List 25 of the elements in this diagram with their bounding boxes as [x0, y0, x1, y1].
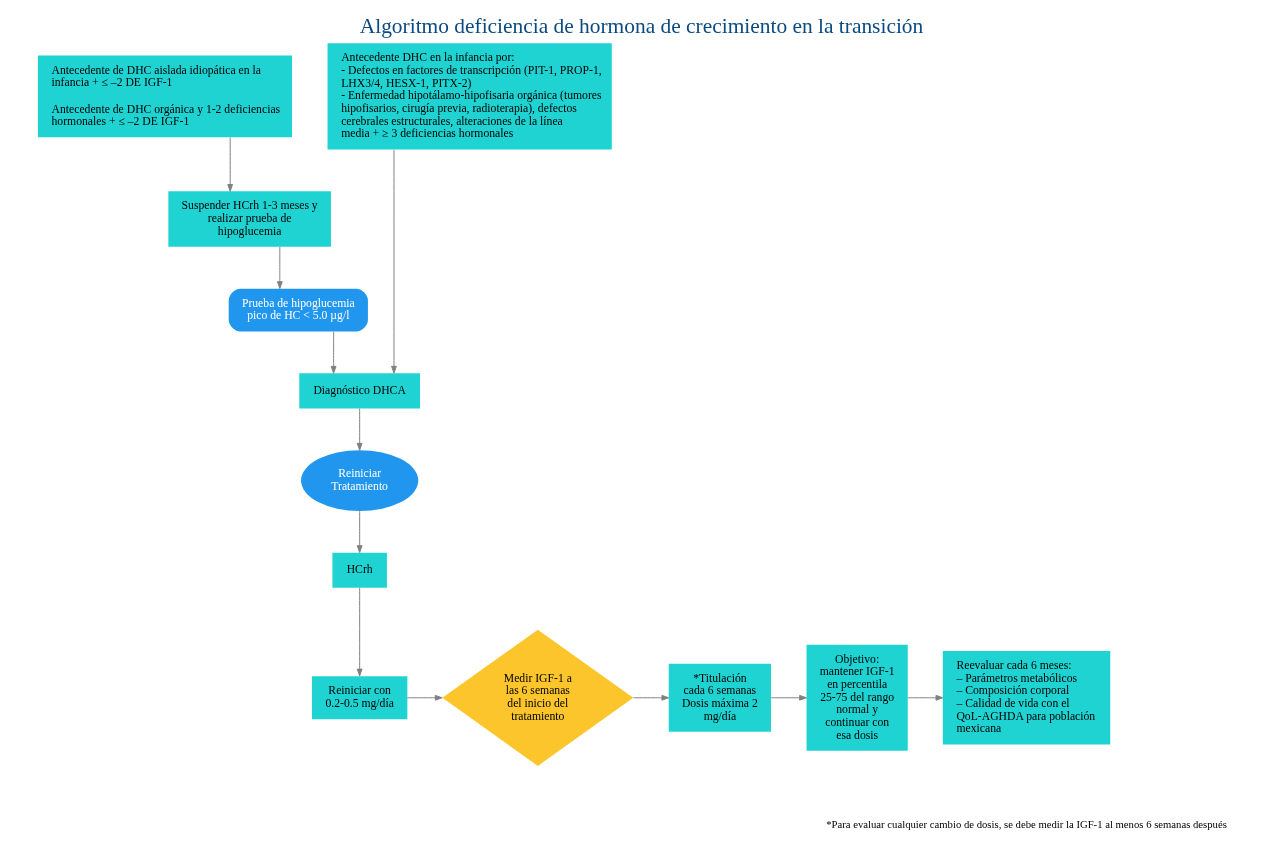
node-box: Antecedente de DHC aislada idiopática en la infancia + ≤ –2 DE IGF-1 Antecedente de DHC orgánica y 1-2 deficiencias hormonales + ≤ –2 DE IGF-1: [37, 55, 292, 138]
arrow: [907, 694, 944, 701]
diagram-title: Algoritmo deficiencia de hormona de crecimiento en la transición: [359, 14, 924, 39]
node-box: Suspender HCrh 1-3 meses y realizar prueba de hipoglucemia: [168, 191, 331, 247]
node-box: Prueba de hipoglucemia pico de HC < 5.0 µg/l: [228, 288, 368, 332]
arrow: [406, 694, 443, 701]
node-box: Antecedente DHC en la infancia por: - Defectos en factores de transcripción (PIT-1, PROP-1, LHX3/4, HESX-1, PITX-2) - Enfermedad hipotálamo-hipofisaria orgánica (tumores hipofisarios, cirugía previa, radioterapia), defectos cerebrales estructurales, alteraciones de la línea media + ≥ 3 deficiencias hormonales: [327, 43, 612, 150]
node-box: Diagnóstico DHCA: [299, 373, 420, 409]
node-diamond: Medir IGF-1 a las 6 semanas del inicio del tratamiento: [442, 629, 634, 766]
arrow: [330, 331, 337, 374]
arrow: [391, 149, 397, 374]
arrow: [276, 246, 283, 289]
node-box: Reiniciar con 0.2-0.5 mg/día: [311, 676, 408, 720]
label: *Para evaluar cualquier cambio de dosis, se debe medir la IGF-1 al menos 6 semanas después: [826, 818, 1227, 831]
node-ellipse: Reiniciar Tratamiento: [301, 450, 419, 511]
arrow: [632, 694, 670, 701]
arrow: [770, 694, 807, 701]
arrow: [356, 587, 363, 677]
node-box: Objetivo: mantener IGF-1 en percentila 25-75 del rango normal y continuar con esa dosis: [806, 644, 908, 751]
node-box: HCrh: [332, 552, 387, 588]
node-box: *Titulación cada 6 semanas Dosis máxima 2 mg/día: [668, 663, 771, 732]
node-box: Reevaluar cada 6 meses: – Parámetros metabólicos – Composición corporal – Calidad de vida con el QoL-AGHDA para población mexicana: [942, 651, 1111, 745]
arrow: [227, 137, 234, 192]
arrow: [356, 510, 363, 553]
arrow: [356, 408, 363, 451]
